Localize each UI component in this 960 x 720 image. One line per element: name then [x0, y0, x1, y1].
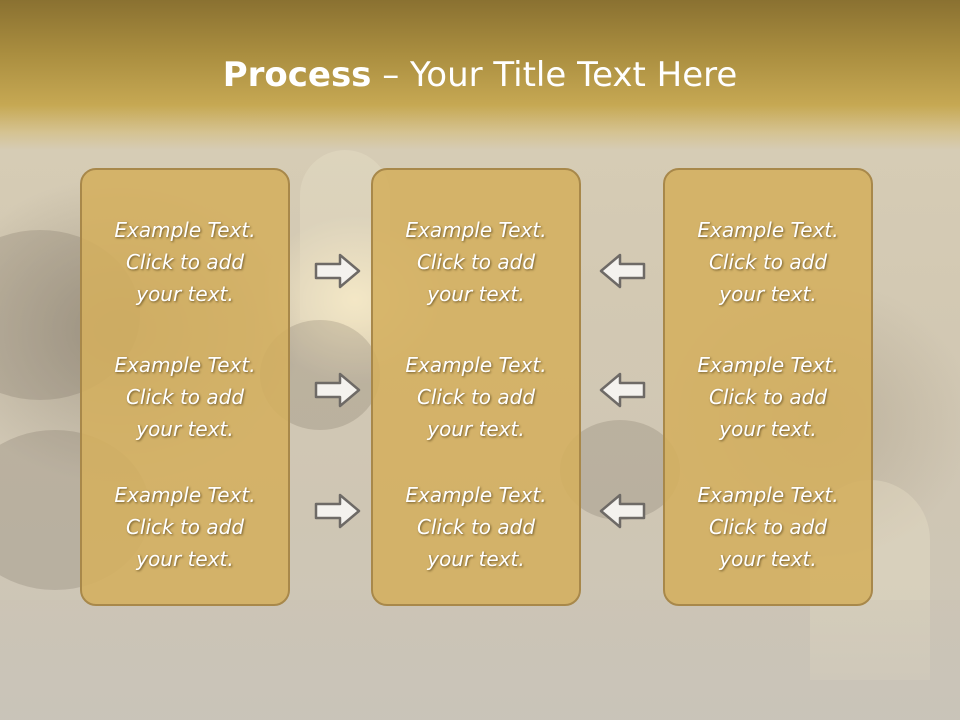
text-block[interactable]: Example Text. Click to add your text. [665, 214, 871, 310]
text-line: Example Text. [114, 353, 256, 377]
text-line: Click to add [416, 250, 536, 274]
text-block[interactable]: Example Text. Click to add your text. [82, 349, 288, 445]
text-block[interactable]: Example Text. Click to add your text. [82, 214, 288, 310]
text-line: Click to add [708, 250, 828, 274]
text-line: Example Text. [405, 353, 547, 377]
text-line: Example Text. [114, 218, 256, 242]
text-line: Click to add [125, 250, 245, 274]
arrow-left-icon[interactable] [598, 252, 646, 290]
text-line: your text. [719, 282, 817, 306]
slide-title[interactable]: Process – Your Title Text Here [0, 50, 960, 100]
text-line: your text. [719, 547, 817, 571]
text-line: your text. [136, 417, 234, 441]
text-block[interactable]: Example Text. Click to add your text. [373, 479, 579, 575]
text-line: Example Text. [697, 353, 839, 377]
text-block[interactable]: Example Text. Click to add your text. [373, 214, 579, 310]
text-block[interactable]: Example Text. Click to add your text. [665, 479, 871, 575]
floor-shape [0, 600, 960, 720]
text-line: Click to add [125, 515, 245, 539]
arrow-left-icon[interactable] [598, 371, 646, 409]
process-box-left[interactable]: Example Text. Click to add your text. Ex… [80, 168, 290, 606]
title-rest: – Your Title Text Here [371, 55, 738, 95]
arrow-right-icon[interactable] [314, 252, 362, 290]
text-line: Click to add [708, 385, 828, 409]
arrow-right-icon[interactable] [314, 492, 362, 530]
text-line: Example Text. [405, 483, 547, 507]
text-line: Click to add [708, 515, 828, 539]
title-bold: Process [222, 55, 372, 95]
text-line: your text. [427, 547, 525, 571]
title-bar [0, 0, 960, 150]
text-line: Click to add [416, 385, 536, 409]
text-line: Example Text. [697, 218, 839, 242]
text-line: your text. [719, 417, 817, 441]
text-line: Example Text. [697, 483, 839, 507]
process-box-right[interactable]: Example Text. Click to add your text. Ex… [663, 168, 873, 606]
text-line: your text. [427, 282, 525, 306]
text-block[interactable]: Example Text. Click to add your text. [373, 349, 579, 445]
text-line: your text. [136, 547, 234, 571]
text-line: your text. [136, 282, 234, 306]
text-line: Click to add [416, 515, 536, 539]
text-block[interactable]: Example Text. Click to add your text. [82, 479, 288, 575]
text-line: Example Text. [114, 483, 256, 507]
arrow-left-icon[interactable] [598, 492, 646, 530]
text-block[interactable]: Example Text. Click to add your text. [665, 349, 871, 445]
process-box-center[interactable]: Example Text. Click to add your text. Ex… [371, 168, 581, 606]
text-line: Example Text. [405, 218, 547, 242]
text-line: Click to add [125, 385, 245, 409]
text-line: your text. [427, 417, 525, 441]
arrow-right-icon[interactable] [314, 371, 362, 409]
